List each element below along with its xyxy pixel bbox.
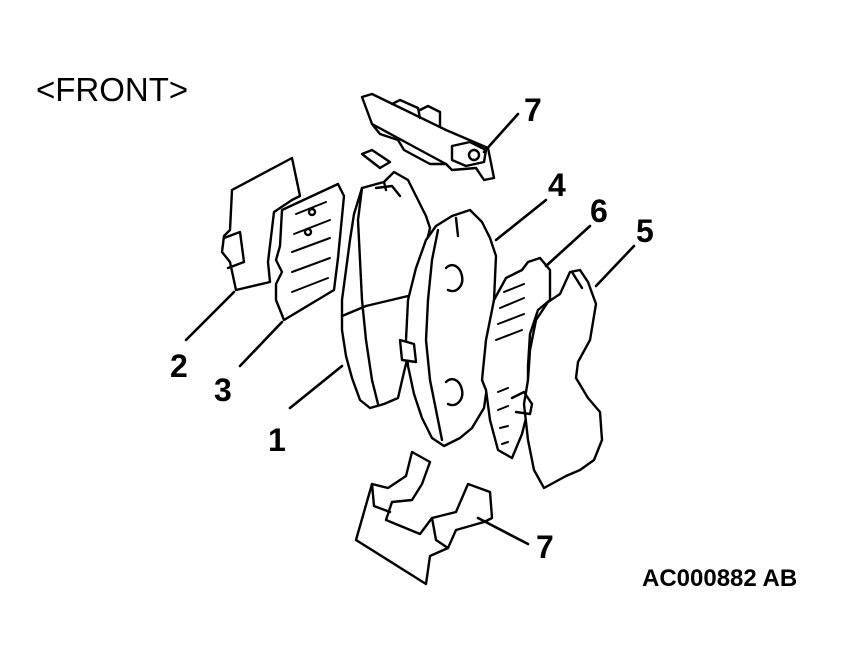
leader-3 (238, 320, 284, 368)
leader-4 (494, 198, 548, 242)
callout-4: 4 (548, 167, 566, 203)
lower-clip-part-7 (354, 450, 494, 586)
leader-5 (594, 244, 636, 288)
leader-7-upper (482, 112, 520, 154)
leader-7-lower (476, 516, 530, 546)
inner-shim-part-3 (274, 182, 346, 322)
front-heading: <FRONT> (36, 71, 188, 108)
callout-6: 6 (590, 193, 608, 229)
leader-1 (288, 364, 344, 410)
back-plate-part-5 (510, 268, 604, 490)
outer-shim-part-2 (220, 156, 302, 292)
callout-5: 5 (636, 213, 654, 249)
brake-pad-part-4 (398, 208, 498, 448)
reference-code: AC000882 AB (642, 565, 797, 592)
callout-7-upper: 7 (524, 92, 542, 128)
callout-1: 1 (268, 422, 286, 458)
leader-2 (184, 290, 236, 342)
callout-3: 3 (214, 372, 232, 408)
callout-2: 2 (170, 348, 188, 384)
upper-clip-part-7 (360, 92, 496, 182)
leader-lines (184, 112, 636, 546)
callout-7-lower: 7 (536, 529, 554, 565)
leader-6 (544, 224, 592, 268)
